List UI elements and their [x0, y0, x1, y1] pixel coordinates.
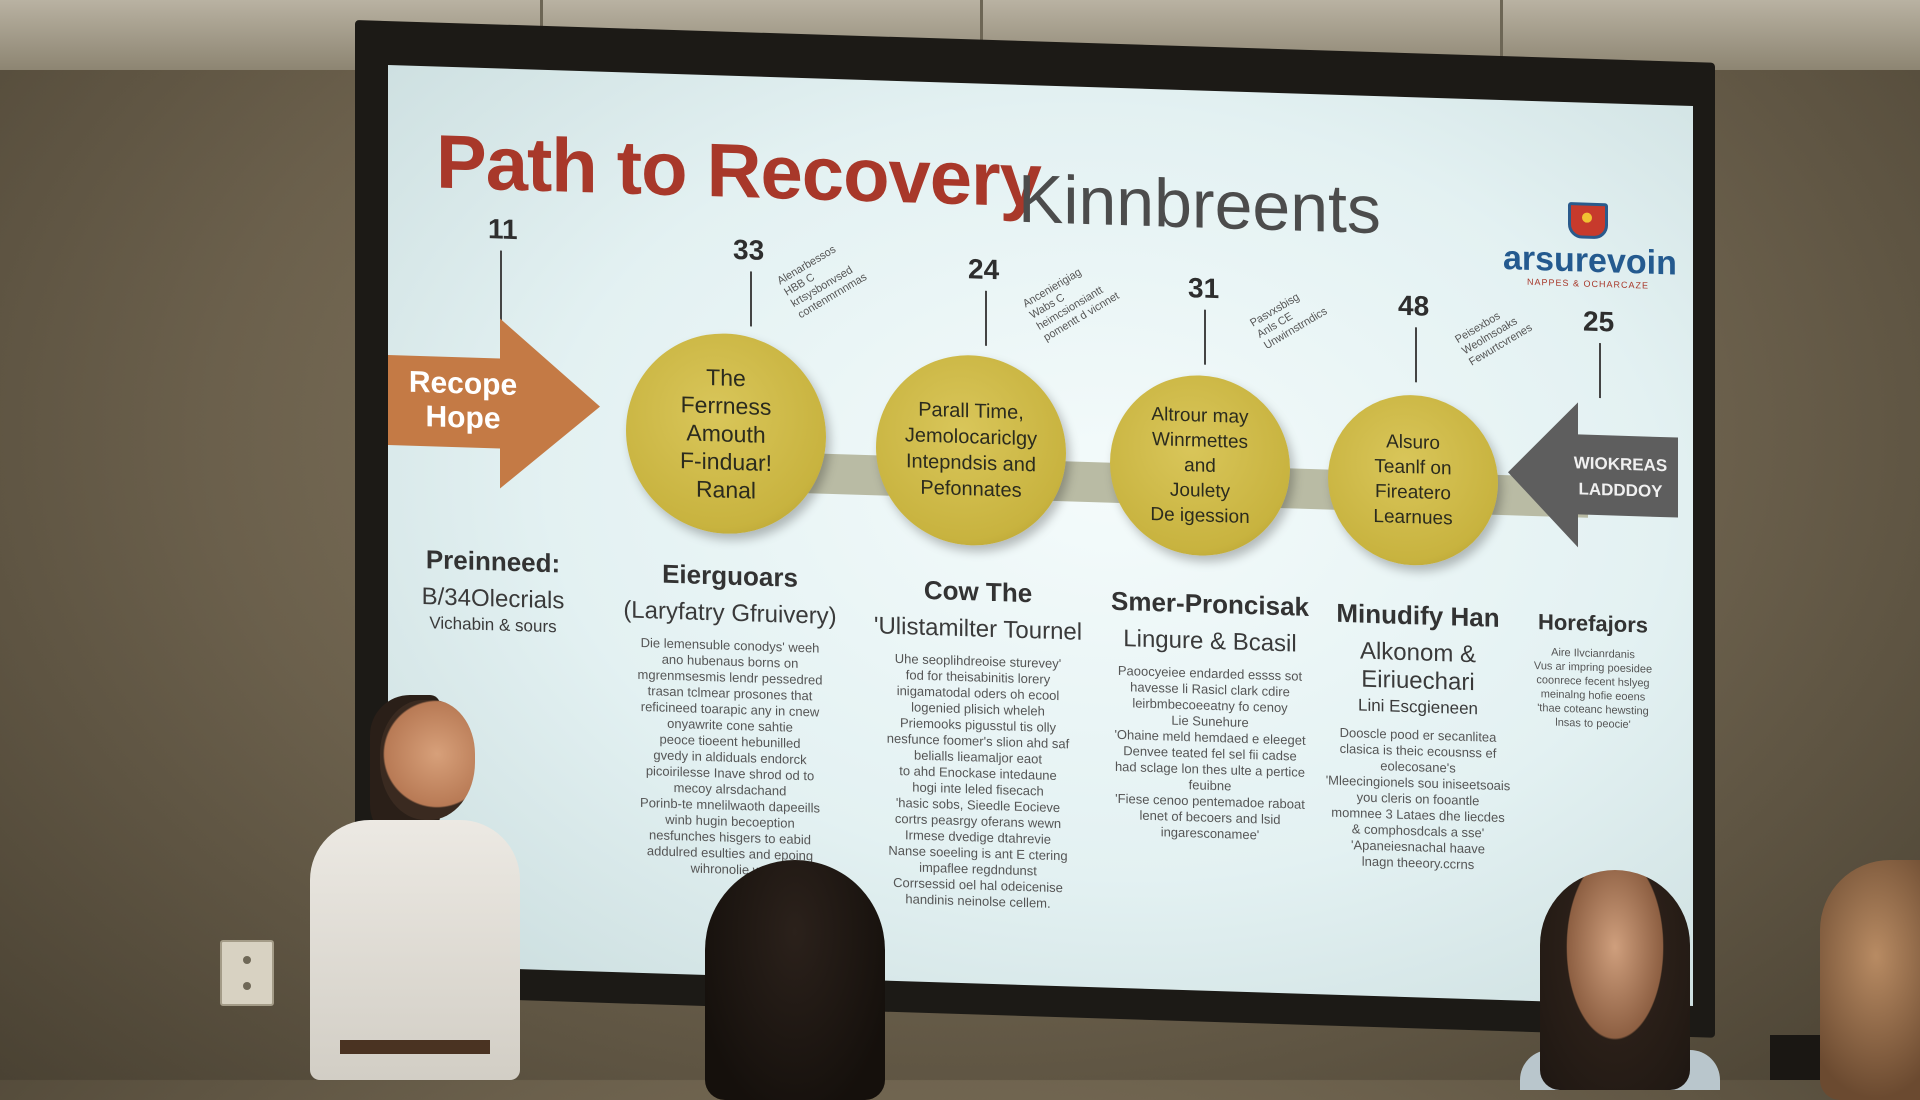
stage-heading: Preinneed: — [425, 544, 561, 579]
stage-description — [403, 642, 583, 648]
stage-subheading: 'Ulistamilter Tournel — [873, 612, 1083, 646]
circle-line: Ranal — [695, 475, 757, 504]
ceiling-seam — [1500, 0, 1503, 70]
outlet-hole — [243, 982, 251, 990]
timeline-number: 48 — [1398, 289, 1430, 322]
stage-column: Minudify Han Alkonom & Eiriuechari Lini … — [1308, 597, 1528, 875]
stage-subheading-2: Vichabin & sours — [429, 613, 557, 637]
stage-description: Paoocyeiee endarded essss sot havesse li… — [1114, 662, 1306, 843]
arrow-label-line: WIOKREAS — [1573, 453, 1668, 476]
stage-column: Preinneed: B/34Olecrials Vichabin & sour… — [403, 543, 583, 648]
timeline-number: 31 — [1188, 272, 1220, 305]
stage-heading: Horefajors — [1537, 609, 1649, 638]
ceiling-seam — [980, 0, 983, 70]
slide-title: Path to Recovery — [436, 119, 1041, 224]
timeline-number: 11 — [488, 213, 518, 246]
stage-subheading-2: Lini Escgieneen — [1357, 695, 1479, 719]
circle-line: Learnues — [1373, 505, 1453, 530]
hope-arrow-icon — [388, 318, 600, 489]
circle-line: F-induar! — [679, 447, 773, 477]
circle-line: Ferrness — [680, 391, 772, 421]
ladder-arrow-label: WIOKREAS LADDDOY — [1563, 450, 1678, 506]
circle-line: Winrmettes and — [1151, 428, 1249, 477]
stage-heading: Minudify Han — [1336, 597, 1500, 633]
presenter-head — [380, 700, 475, 820]
slide-subtitle: Kinnbreents — [1018, 160, 1381, 249]
circle-line: The — [706, 363, 746, 392]
annotation-note: Ancenierigiag Wabs C heimcsionsiantt pom… — [1020, 266, 1122, 344]
stage-column: Horefajors Aire Ilvcianrdanis Vus ar imp… — [1518, 609, 1668, 734]
stage-column: Smer-Proncisak Lingure & Bcasil Paoocyei… — [1100, 585, 1320, 845]
timeline-number: 25 — [1583, 305, 1615, 338]
circle-line: Alsuro — [1386, 431, 1440, 455]
stage-description: Aire Ilvcianrdanis Vus ar impring poesid… — [1533, 646, 1653, 732]
timeline-tick — [1415, 327, 1417, 383]
stage-heading: Cow The — [923, 574, 1033, 609]
milestone-circle: Altrour may Winrmettes and Joulety De ig… — [1110, 372, 1290, 559]
circle-line: Amouth — [686, 419, 766, 448]
stage-column: Eierguoars (Laryfatry Gfruivery) Die lem… — [610, 557, 850, 882]
circle-line: De igession — [1150, 503, 1250, 528]
circle-line: Pefonnates — [920, 476, 1022, 502]
circle-line: Intepndsis and — [905, 450, 1037, 477]
logo-name: arsurevoin — [1503, 239, 1677, 283]
presenter-shirt — [310, 820, 520, 1080]
stage-heading: Smer-Proncisak — [1111, 585, 1309, 622]
presenter-belt — [340, 1040, 490, 1054]
presenter — [300, 695, 530, 1080]
stage-description: Uhe seoplihdreoise sturevey' fod for the… — [886, 650, 1070, 911]
milestone-circle: The Ferrness Amouth F-induar! Ranal — [626, 330, 826, 537]
arrow-label-line: LADDDOY — [1578, 479, 1663, 502]
stage-column: Cow The 'Ulistamilter Tournel Uhe seopli… — [858, 573, 1098, 914]
timeline-tick — [500, 250, 502, 321]
timeline-number: 33 — [733, 233, 765, 266]
crest-icon — [1568, 202, 1608, 240]
stage-subheading: Alkonom & Eiriuechari — [1359, 637, 1477, 697]
timeline-tick — [1599, 343, 1601, 399]
wall-outlet — [220, 940, 274, 1006]
ladder-arrow-icon — [1508, 402, 1678, 548]
annotation-note: Peisexbos Weolmsoaks Fewurtcvrenes — [1453, 310, 1535, 369]
arrow-label-line: Hope — [425, 400, 501, 436]
audience-member — [1540, 870, 1690, 1090]
circle-line: Fireatero — [1374, 481, 1451, 505]
projected-slide: Path to Recovery Kinnbreents arsurevoin … — [388, 65, 1693, 1007]
logo: arsurevoin NAPPES & OCHARCAZE — [1503, 200, 1677, 291]
timeline-tick — [1204, 309, 1206, 365]
audience-member — [1820, 860, 1920, 1100]
timeline-tick — [985, 290, 987, 346]
timeline-number: 24 — [968, 253, 1000, 286]
annotation-note: Pasvxsbisg Anls CE Unwirnstrndics — [1248, 291, 1330, 352]
arrow-label-line: Recope — [408, 365, 518, 403]
circle-line: Teanlf on — [1374, 455, 1452, 480]
stage-subheading: Lingure & Bcasil — [1123, 625, 1297, 658]
stage-description: Dooscle pood er secanlitea clasica is th… — [1325, 724, 1511, 873]
stage-heading: Eierguoars — [662, 558, 798, 593]
stage-subheading: B/34Olecrials — [421, 583, 565, 615]
outlet-hole — [243, 956, 251, 964]
stage-description: Die lemensuble conodys' weeh ano hubenau… — [637, 634, 823, 878]
hope-arrow-label: Recope Hope — [403, 365, 523, 437]
timeline-tick — [750, 271, 752, 327]
annotation-note: Alenarbessos HBB C krtsysbonvsed contenm… — [775, 243, 870, 322]
milestone-circle: Alsuro Teanlf on Fireatero Learnues — [1328, 392, 1498, 568]
milestone-circle: Parall Time, Jemolocariclgy Intepndsis a… — [876, 352, 1066, 549]
audience-member — [705, 860, 885, 1100]
stage-subheading: (Laryfatry Gfruivery) — [623, 596, 837, 631]
